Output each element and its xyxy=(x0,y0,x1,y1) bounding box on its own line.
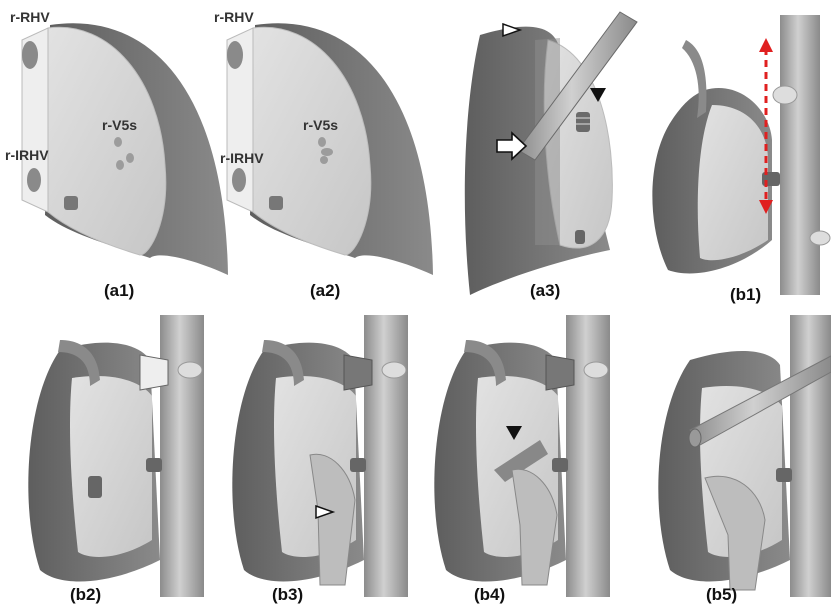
rhv-anastomosis xyxy=(546,355,574,390)
ivc-vessel xyxy=(364,315,408,597)
panel-b1: (b1) xyxy=(652,15,830,304)
rhv-stump xyxy=(227,41,243,69)
panel-label-b5: (b5) xyxy=(706,585,737,604)
cut-surface xyxy=(698,105,768,260)
label-r-v5s: r-V5s xyxy=(102,117,137,133)
hilum-stump xyxy=(64,196,78,210)
graft-end xyxy=(689,429,701,447)
ivc-side-port xyxy=(584,362,608,378)
ivc-vessel xyxy=(780,15,820,295)
panel-b4: (b4) xyxy=(434,315,610,604)
label-r-rhv: r-RHV xyxy=(10,9,50,25)
panel-a2: r-RHV r-V5s r-IRHV (a2) xyxy=(214,9,433,300)
rhv-clamp xyxy=(140,355,168,390)
hilum-clips xyxy=(575,230,585,244)
v5s-hole-3 xyxy=(116,160,124,170)
hilum-stump xyxy=(88,476,102,498)
panel-b3: (b3) xyxy=(232,315,408,604)
stapled-stump xyxy=(552,458,568,472)
irhv-stump xyxy=(232,168,246,192)
panel-label-a3: (a3) xyxy=(530,281,560,300)
cut-surface xyxy=(70,376,152,557)
ivc-vessel xyxy=(790,315,831,597)
panel-b2: (b2) xyxy=(28,315,204,604)
panel-label-b4: (b4) xyxy=(474,585,505,604)
ivc-side-port xyxy=(382,362,406,378)
ivc-side-port xyxy=(178,362,202,378)
hilum-stump xyxy=(269,196,283,210)
label-r-rhv: r-RHV xyxy=(214,9,254,25)
ivc-side-port-lower xyxy=(810,231,830,245)
label-r-irhv: r-IRHV xyxy=(220,150,264,166)
panel-b5: (b5) xyxy=(658,315,831,604)
panel-label-b1: (b1) xyxy=(730,285,761,304)
panel-a1: r-RHV r-V5s r-IRHV (a1) xyxy=(5,9,228,300)
rhv-anastomosis xyxy=(344,355,372,390)
v5s-hole-1 xyxy=(114,137,122,147)
panel-label-a1: (a1) xyxy=(104,281,134,300)
irhv-stump xyxy=(27,168,41,192)
v5s-hole-2 xyxy=(126,153,134,163)
ivc-vessel xyxy=(160,315,204,597)
label-r-irhv: r-IRHV xyxy=(5,147,49,163)
label-r-v5s: r-V5s xyxy=(303,117,338,133)
stapled-stump xyxy=(576,112,590,132)
stapled-stump xyxy=(350,458,366,472)
rhv-anastomosis xyxy=(773,86,797,104)
panel-label-a2: (a2) xyxy=(310,281,340,300)
stapled-stump xyxy=(146,458,162,472)
panel-a3: (a3) xyxy=(465,12,637,300)
panel-label-b3: (b3) xyxy=(272,585,303,604)
stapled-stump xyxy=(776,468,792,482)
rhv-stump xyxy=(22,41,38,69)
ivc-vessel xyxy=(566,315,610,597)
panel-label-b2: (b2) xyxy=(70,585,101,604)
